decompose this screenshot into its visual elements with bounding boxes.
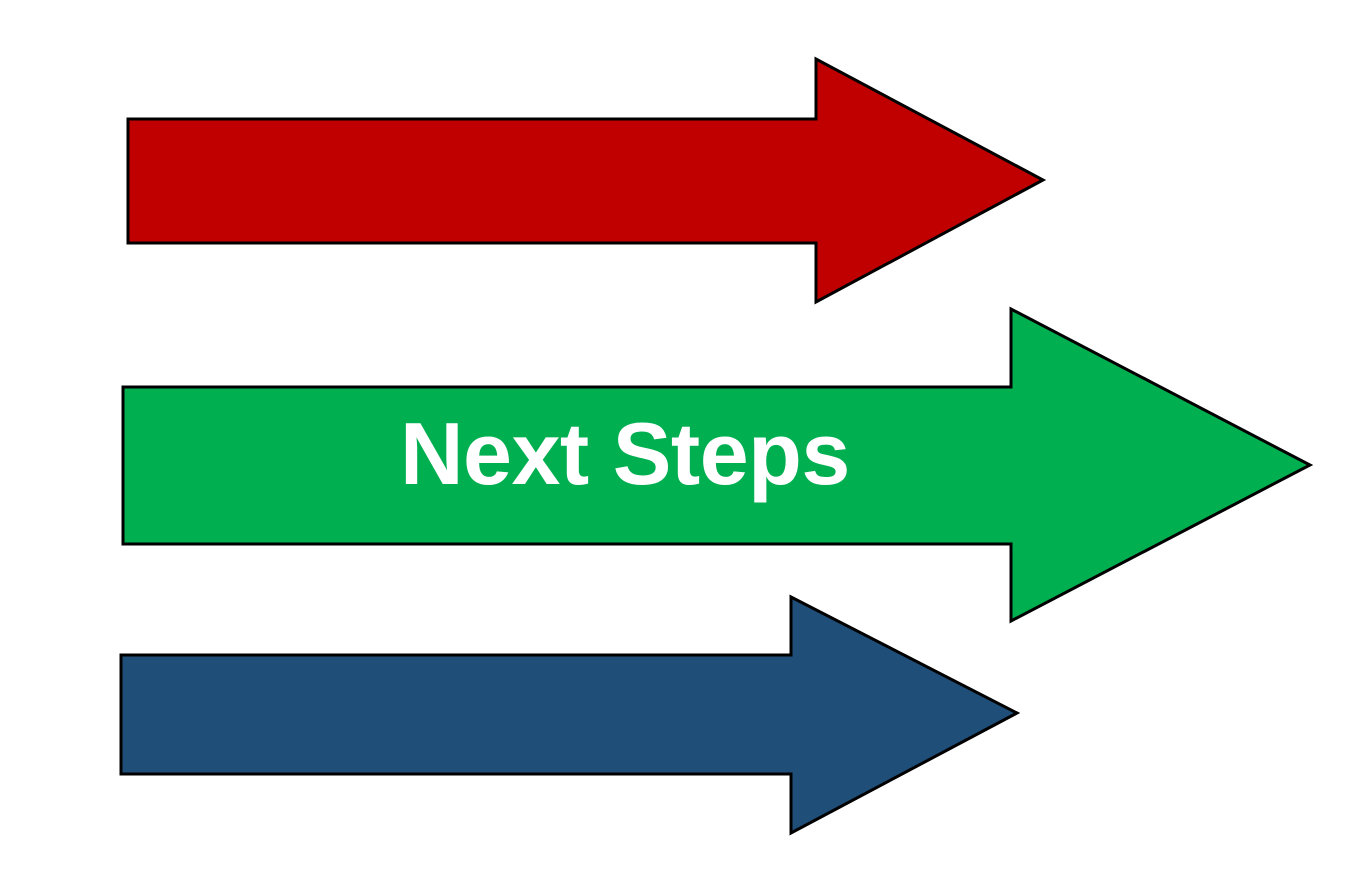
green-arrow-shape[interactable] [121, 306, 1314, 624]
blue-arrow-shape[interactable] [119, 594, 1021, 836]
green-arrow-label: Next Steps [400, 404, 850, 503]
red-arrow[interactable] [126, 56, 1047, 305]
green-arrow[interactable]: Next Steps [121, 306, 1314, 624]
blue-arrow[interactable] [119, 594, 1021, 836]
red-arrow-shape[interactable] [126, 56, 1047, 305]
